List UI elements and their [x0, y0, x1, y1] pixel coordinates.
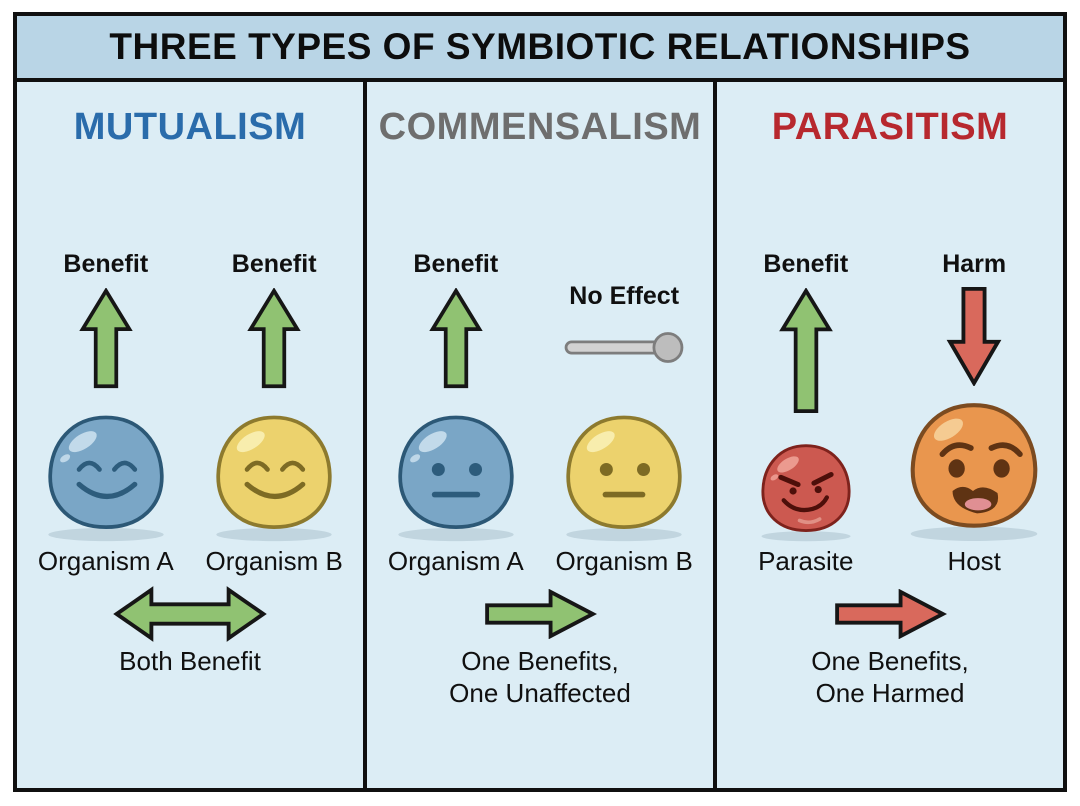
organism-name: Organism B	[555, 546, 693, 576]
green-double-arrow-icon	[112, 586, 268, 642]
caption-line: One Benefits,	[811, 646, 969, 676]
benefit-up-arrow-icon	[75, 284, 137, 396]
no-effect-line-icon	[562, 316, 686, 396]
harm-down-arrow-icon	[943, 284, 1005, 396]
commensalism-organisms: Benefit	[367, 250, 713, 578]
diagram-frame: THREE TYPES OF SYMBIOTIC RELATIONSHIPS M…	[13, 12, 1067, 792]
green-right-arrow-icon	[483, 586, 597, 642]
panel-mutualism: MUTUALISM Benefit	[17, 82, 363, 788]
organism-yellow-happy	[204, 396, 344, 542]
commensalism-caption: One Benefits, One Unaffected	[449, 646, 631, 709]
parasitism-heading: PARASITISM	[771, 106, 1009, 148]
organism-name: Organism A	[387, 546, 524, 576]
organism-orange-worried	[897, 396, 1051, 542]
effect-label: Benefit	[413, 250, 499, 278]
organism-name: Organism A	[37, 546, 174, 576]
effect-label: Benefit	[63, 250, 149, 278]
red-right-arrow-icon	[833, 586, 947, 642]
effect-label: Benefit	[231, 250, 317, 278]
organism-blue-happy	[36, 396, 176, 542]
mutualism-heading: MUTUALISM	[73, 106, 307, 148]
mutualism-caption: Both Benefit	[119, 646, 261, 678]
host-unit: Harm	[895, 250, 1054, 578]
diagram-title: THREE TYPES OF SYMBIOTIC RELATIONSHIPS	[109, 26, 971, 67]
organism-unit-a: Benefit	[376, 250, 535, 578]
organism-name: Host	[947, 546, 1001, 576]
organism-red-evil	[752, 396, 860, 542]
parasite-unit: Benefit	[726, 250, 885, 578]
panel-parasitism: PARASITISM Benefit	[713, 82, 1063, 788]
benefit-up-arrow-icon	[243, 284, 305, 396]
organism-unit-b: No Effect	[545, 250, 704, 578]
columns-row: MUTUALISM Benefit	[17, 82, 1063, 788]
panel-commensalism: COMMENSALISM Benefit	[363, 82, 713, 788]
effect-label: Benefit	[763, 250, 849, 278]
organism-blue-neutral	[386, 396, 526, 542]
caption-line: Both Benefit	[119, 646, 261, 676]
parasitism-organisms: Benefit	[717, 250, 1063, 578]
mutualism-organisms: Benefit	[17, 250, 363, 578]
organism-name: Organism B	[205, 546, 343, 576]
title-band: THREE TYPES OF SYMBIOTIC RELATIONSHIPS	[17, 16, 1063, 82]
effect-label: Harm	[942, 250, 1007, 278]
caption-line: One Unaffected	[449, 677, 631, 708]
caption-line: One Benefits,	[461, 646, 619, 676]
organism-unit-b: Benefit	[195, 250, 354, 578]
benefit-up-arrow-icon	[425, 284, 487, 396]
effect-label: No Effect	[569, 282, 680, 310]
benefit-up-arrow-icon	[775, 284, 837, 414]
parasitism-caption: One Benefits, One Harmed	[811, 646, 969, 709]
caption-line: One Harmed	[815, 677, 965, 708]
organism-unit-a: Benefit	[26, 250, 185, 578]
organism-name: Parasite	[758, 546, 854, 576]
commensalism-heading: COMMENSALISM	[378, 106, 702, 148]
organism-yellow-neutral	[554, 396, 694, 542]
